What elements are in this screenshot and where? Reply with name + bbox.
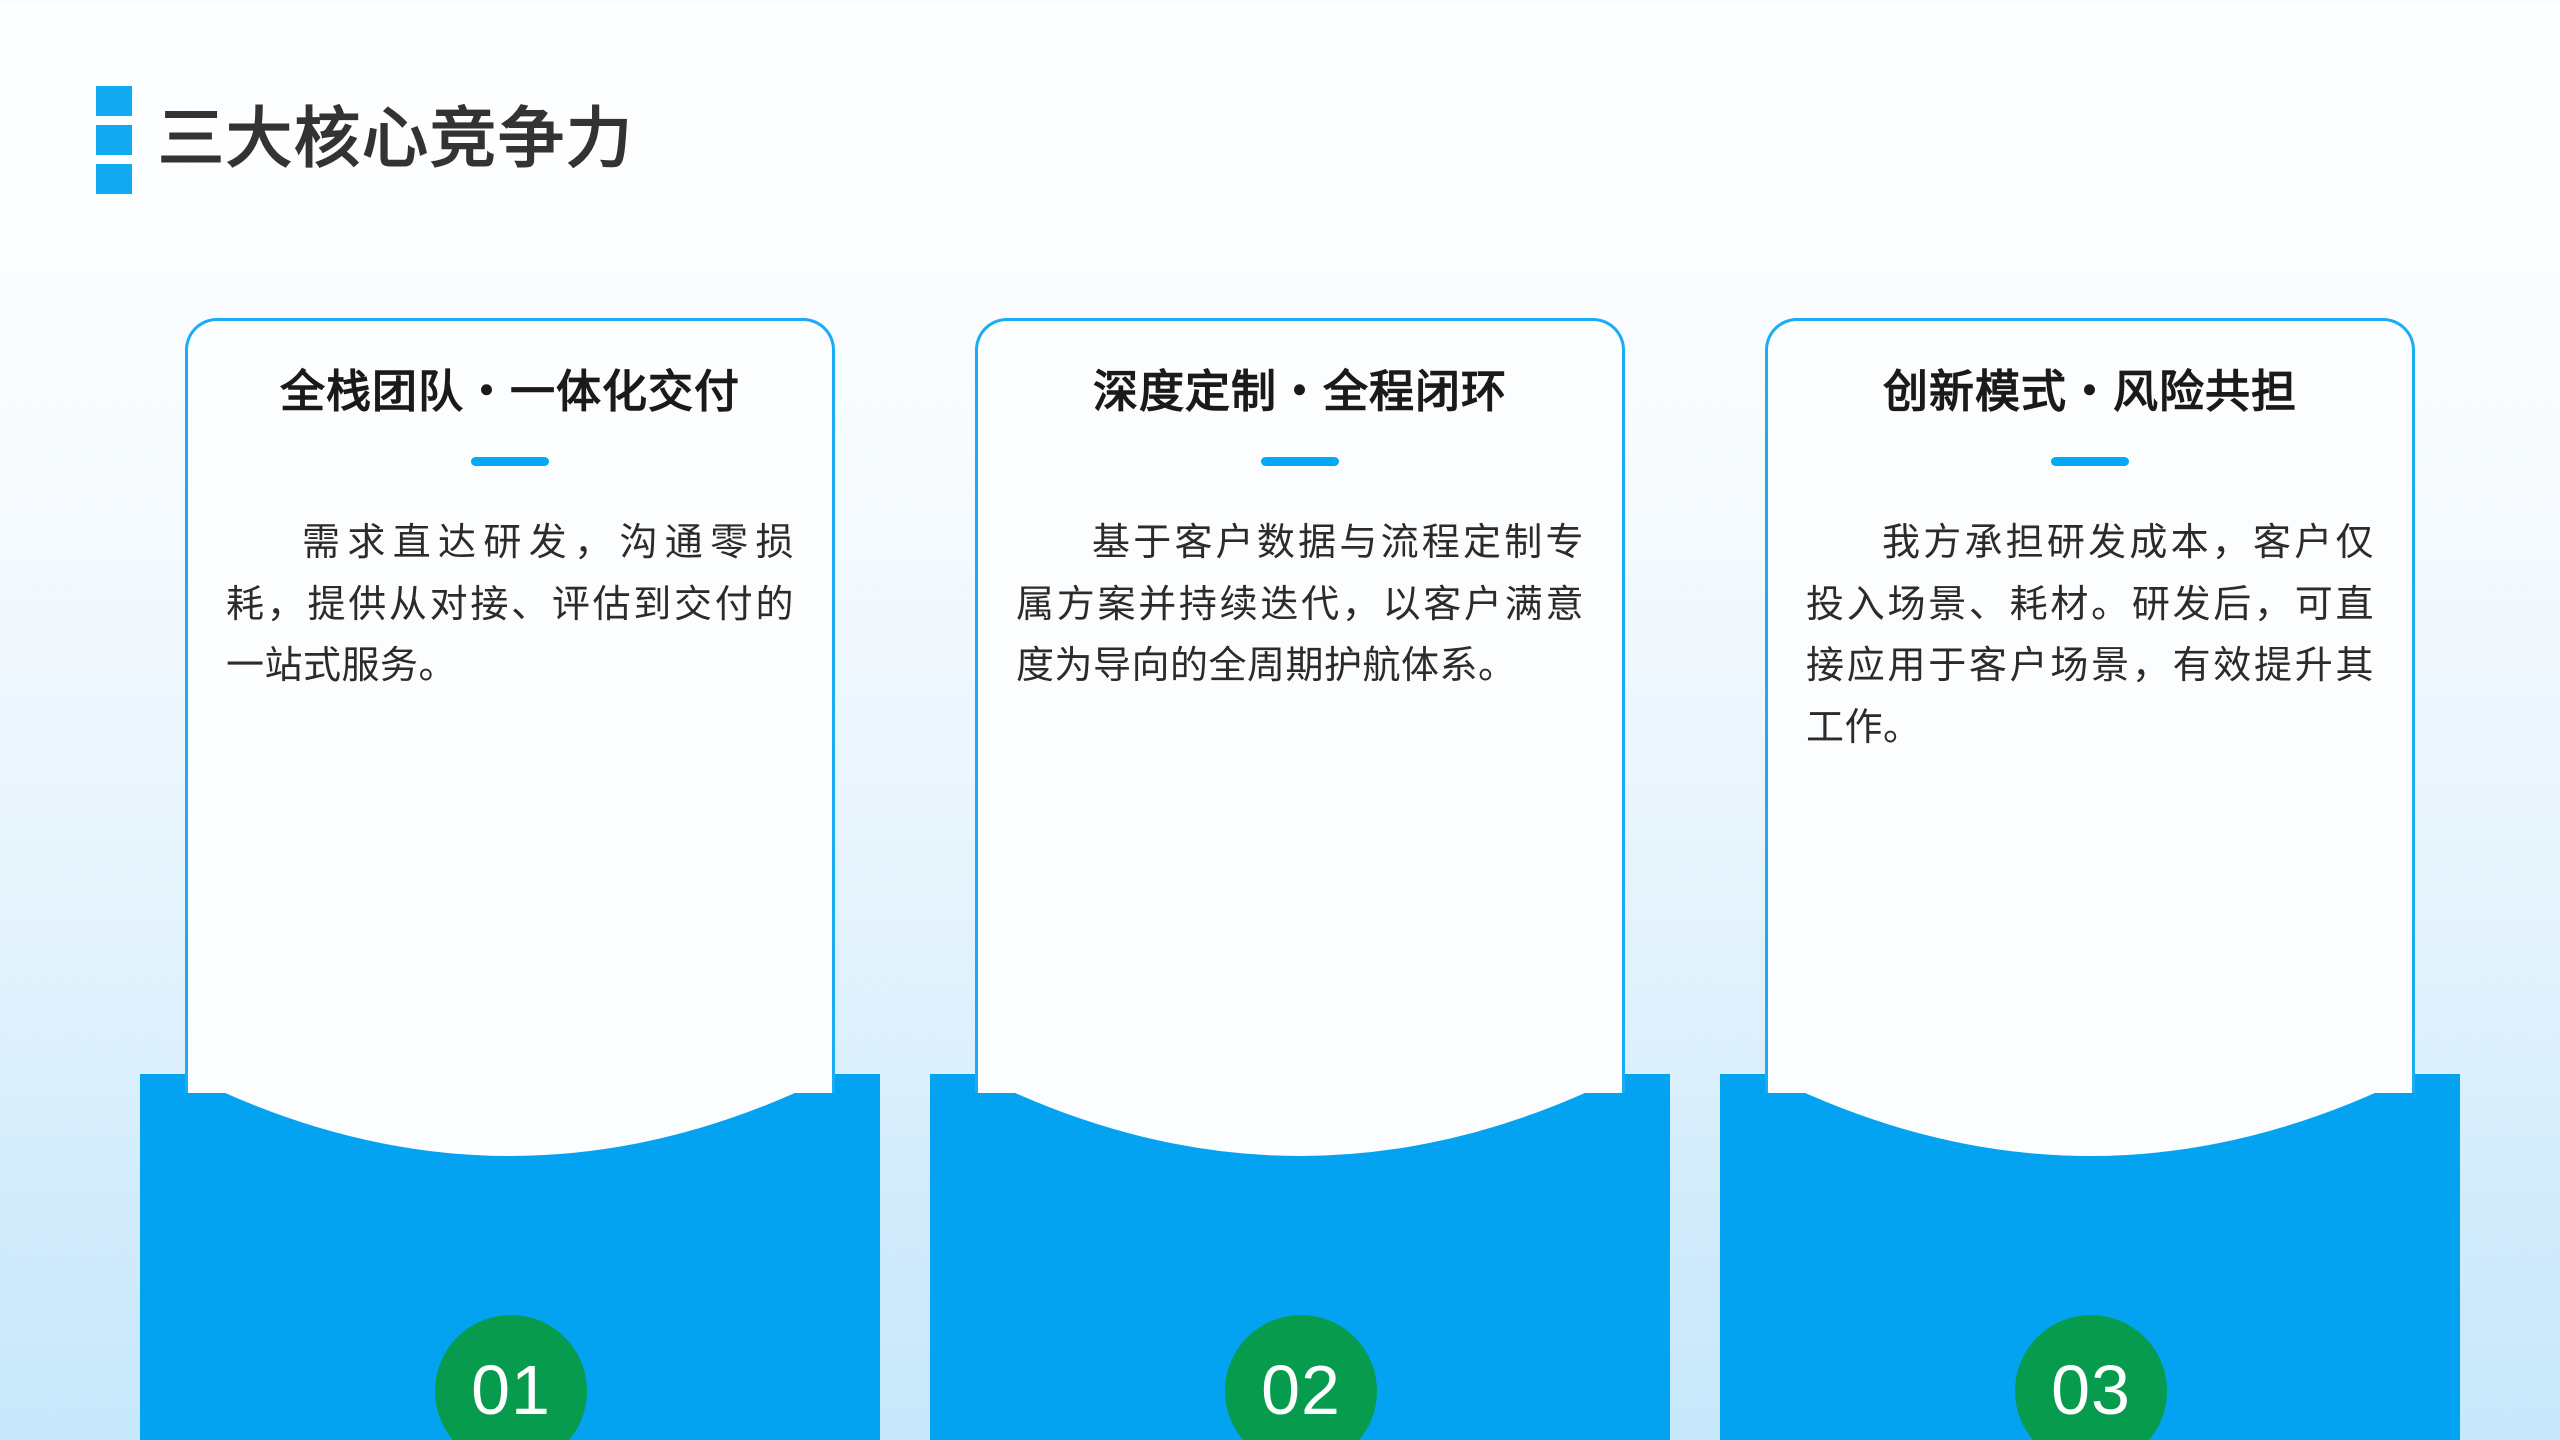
title-mark-square-2	[96, 125, 132, 155]
card-panel-1: 全栈团队・一体化交付 需求直达研发，沟通零损耗，提供从对接、评估到交付的一站式服…	[185, 318, 835, 1093]
card-title-3: 创新模式・风险共担	[1882, 367, 2297, 417]
card-divider-1	[471, 457, 549, 466]
competency-card-2[interactable]: 深度定制・全程闭环 基于客户数据与流程定制专属方案并持续迭代，以客户满意度为导向…	[930, 318, 1730, 1440]
card-body-2: 基于客户数据与流程定制专属方案并持续迭代，以客户满意度为导向的全周期护航体系。	[1016, 522, 1584, 688]
competency-card-1[interactable]: 全栈团队・一体化交付 需求直达研发，沟通零损耗，提供从对接、评估到交付的一站式服…	[140, 318, 940, 1440]
card-number-badge-2: 02	[1225, 1315, 1377, 1440]
card-title-2: 深度定制・全程闭环	[1092, 367, 1507, 417]
card-body-3: 我方承担研发成本，客户仅投入场景、耗材。研发后，可直接应用于客户场景，有效提升其…	[1806, 522, 2374, 749]
card-number-badge-3: 03	[2015, 1315, 2167, 1440]
card-divider-3	[2051, 457, 2129, 466]
card-panel-3: 创新模式・风险共担 我方承担研发成本，客户仅投入场景、耗材。研发后，可直接应用于…	[1765, 318, 2415, 1093]
page-title: 三大核心竞争力	[158, 101, 634, 175]
card-body-1: 需求直达研发，沟通零损耗，提供从对接、评估到交付的一站式服务。	[226, 522, 794, 688]
card-number-2: 02	[1261, 1351, 1341, 1429]
card-panel-2: 深度定制・全程闭环 基于客户数据与流程定制专属方案并持续迭代，以客户满意度为导向…	[975, 318, 1625, 1093]
title-marks-icon	[96, 82, 132, 194]
card-title-1: 全栈团队・一体化交付	[279, 367, 740, 417]
card-divider-2	[1261, 457, 1339, 466]
card-number-3: 03	[2051, 1351, 2131, 1429]
card-number-1: 01	[471, 1351, 551, 1429]
title-mark-square-3	[96, 164, 132, 194]
competency-card-3[interactable]: 创新模式・风险共担 我方承担研发成本，客户仅投入场景、耗材。研发后，可直接应用于…	[1720, 318, 2520, 1440]
card-number-badge-1: 01	[435, 1315, 587, 1440]
title-mark-square-1	[96, 86, 132, 116]
slide-header: 三大核心竞争力	[96, 82, 634, 194]
